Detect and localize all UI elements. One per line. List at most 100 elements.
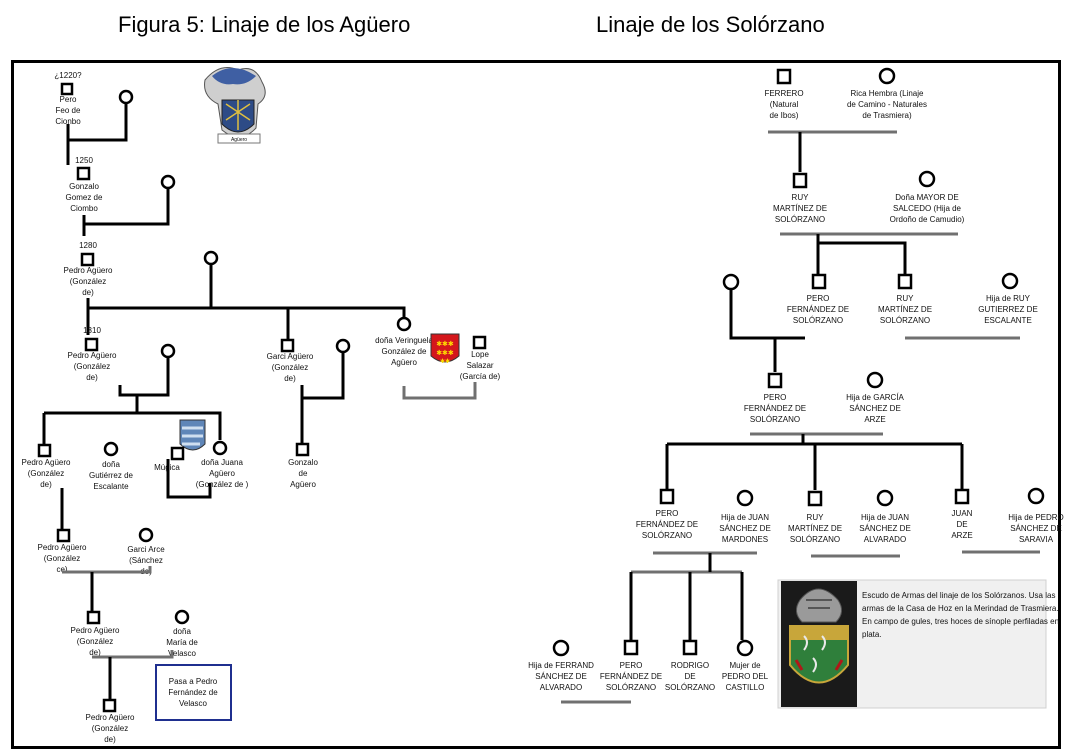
label-line: RUY [897, 294, 915, 303]
male-node [776, 68, 792, 85]
label-line: (González [44, 554, 80, 563]
female-node [138, 527, 154, 543]
label-line: ARZE [864, 415, 885, 424]
label-line: Pedro Agüero [71, 626, 120, 635]
couple-line [66, 103, 128, 142]
label-line: FERNÁNDEZ DE [636, 520, 698, 529]
couple-line [62, 566, 152, 574]
female-node [736, 489, 754, 507]
label-line: de Camino - Naturales [847, 100, 927, 109]
label-line: Hija de FERRAND [528, 661, 594, 670]
label-line: de Ibos) [770, 111, 799, 120]
label-line: Rica Hembra (Linaje [851, 89, 924, 98]
female-node [736, 639, 754, 657]
label-line: Hija de JUAN [861, 513, 909, 522]
sibling-line [44, 411, 222, 440]
year-label: 1280 [79, 241, 97, 250]
label-line: JUAN [952, 509, 973, 518]
label-line: MARDONES [722, 535, 768, 544]
label-line: Pedro Agüero [68, 351, 117, 360]
label-line: Ciombo [70, 204, 98, 213]
label-line: (González [92, 724, 128, 733]
label-line: CASTILLO [726, 683, 765, 692]
male-node [954, 488, 970, 505]
label-line: SOLÓRZANO [793, 316, 843, 325]
year-label: 1250 [75, 156, 93, 165]
label-line: Pasa a Pedro [169, 677, 218, 686]
label-line: RUY [807, 513, 825, 522]
sibling-line [86, 298, 406, 318]
label-line: (González [74, 362, 110, 371]
male-node [84, 337, 99, 352]
label-line: En campo de gules, tres hoces de sínople… [862, 617, 1059, 626]
female-node [103, 441, 119, 457]
label-line: María de [166, 638, 198, 647]
female-node [1027, 487, 1045, 505]
label-line: (Natural [770, 100, 799, 109]
label-line: de) [104, 735, 116, 744]
escudo-text: Escudo de Armas del linaje de los Solórz… [862, 591, 1059, 639]
svg-text:✱✱✱: ✱✱✱ [436, 340, 454, 348]
label-line: Hija de JUAN [721, 513, 769, 522]
male-node [659, 488, 675, 505]
person-label: Pedro Agüero (González ce) [38, 543, 87, 574]
label-line: Pedro Agüero [38, 543, 87, 552]
label-line: de) [284, 374, 296, 383]
label-line: MARTÍNEZ DE [773, 204, 827, 213]
label-line: Pero [60, 95, 77, 104]
year-label: 1310 [83, 326, 101, 335]
label-line: Garci Agüero [267, 352, 314, 361]
label-line: doña Juana [201, 458, 243, 467]
female-node [722, 273, 740, 291]
female-node [876, 489, 894, 507]
label-line: DE [956, 520, 967, 529]
label-line: Gonzalo [288, 458, 318, 467]
female-node [160, 174, 176, 190]
label-line: Escalante [93, 482, 129, 491]
male-node [472, 335, 487, 350]
svg-text:✱✱✱: ✱✱✱ [436, 349, 454, 357]
label-line: PERO [656, 509, 679, 518]
label-line: PEDRO DEL [722, 672, 769, 681]
label-line: Mujer de [729, 661, 761, 670]
male-node [86, 610, 101, 625]
aguero-crest-image: Agüero [204, 67, 266, 144]
label-line: SÁNCHEZ DE [535, 672, 587, 681]
label-line: (González [70, 277, 106, 286]
male-node [56, 528, 71, 543]
label-line: ALVARADO [864, 535, 906, 544]
male-node [37, 443, 52, 458]
couple-line [118, 357, 170, 397]
label-line: Hija de PEDRO [1008, 513, 1064, 522]
male-node [170, 446, 185, 461]
couple-line [402, 382, 477, 400]
label-line: de) [40, 480, 52, 489]
male-node [623, 639, 639, 656]
label-line: SÁNCHEZ DE [849, 404, 901, 413]
label-line: Fernández de [168, 688, 218, 697]
female-node [396, 316, 412, 332]
right-caption: Linaje de los Solórzano [596, 12, 825, 37]
label-line: doña [173, 627, 191, 636]
label-line: Pedro Agüero [22, 458, 71, 467]
descent-line [665, 444, 964, 490]
label-line: (Sánchez [129, 556, 163, 565]
label-line: SÁNCHEZ DE [1010, 524, 1062, 533]
male-node [280, 338, 295, 353]
male-node [295, 442, 310, 457]
female-node [918, 170, 936, 188]
couple-line [300, 352, 345, 400]
label-line: (García de) [460, 372, 501, 381]
label-line: ce) [56, 565, 67, 574]
